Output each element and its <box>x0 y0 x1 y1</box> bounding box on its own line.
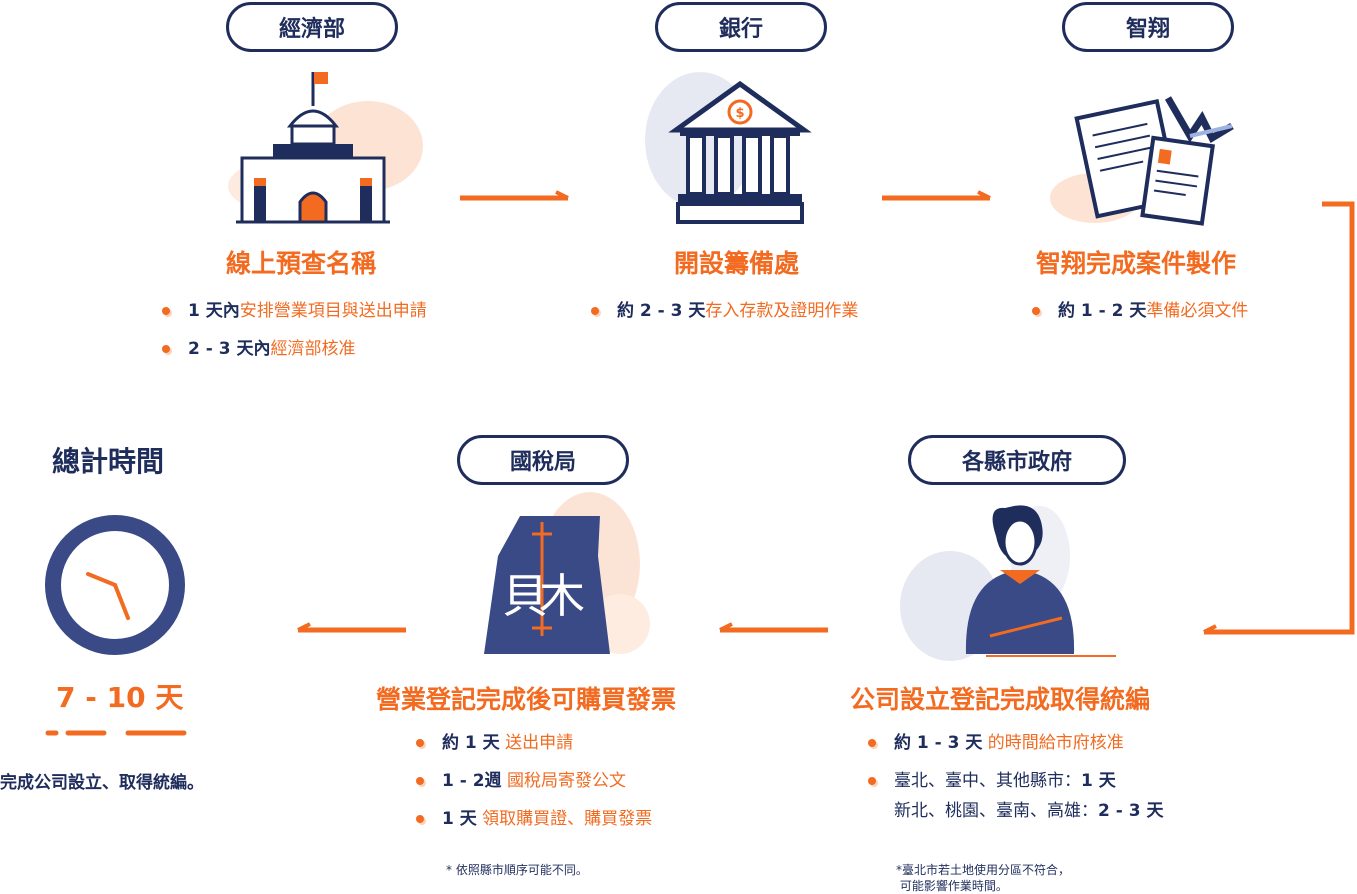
step-title-company-registration: 公司設立登記完成取得統編 <box>850 685 1151 714</box>
step-5-bullet-list: 約 1 天 送出申請 1 - 2週 國稅局寄發公文 1 天 領取購買證、購買發票 <box>416 724 652 838</box>
city-footnote: *臺北市若土地使用分區不符合， 可能影響作業時間。 <box>896 863 1071 893</box>
svg-text:貝: 貝 <box>502 569 548 623</box>
dash-divider <box>45 730 187 736</box>
bank-icon: $ <box>645 72 812 224</box>
org-pill-bank: 銀行 <box>655 2 827 52</box>
step-title-tax-registration: 營業登記完成後可購買發票 <box>376 685 677 714</box>
org-pill-moea: 經濟部 <box>226 2 398 52</box>
step-title-case-prep: 智翔完成案件製作 <box>1036 249 1237 278</box>
list-item: 臺北、臺中、其他縣市：1 天 新北、桃園、臺南、高雄：2 - 3 天 <box>868 762 1163 826</box>
list-item: 約 2 - 3 天存入存款及證明作業 <box>591 292 858 330</box>
org-pill-city-government: 各縣市政府 <box>908 435 1126 485</box>
list-item: 1 天 領取購買證、購買發票 <box>416 800 652 838</box>
list-item: 約 1 - 2 天準備必須文件 <box>1032 292 1248 330</box>
connector-down-icon <box>1203 201 1355 635</box>
arrow-right-2-icon <box>882 190 991 201</box>
list-item: 約 1 - 3 天 的時間給市府核准 <box>868 724 1163 762</box>
tax-footnote: * 依照縣市順序可能不同。 <box>446 863 588 877</box>
list-item: 2 - 3 天內經濟部核准 <box>162 330 427 368</box>
step-1-bullet-list: 1 天內安排營業項目與送出申請 2 - 3 天內經濟部核准 <box>162 292 427 368</box>
svg-text:木: 木 <box>539 569 585 623</box>
list-item: 1 - 2週 國稅局寄發公文 <box>416 762 652 800</box>
step-2-bullet-list: 約 2 - 3 天存入存款及證明作業 <box>591 292 858 330</box>
list-item: 1 天內安排營業項目與送出申請 <box>162 292 427 330</box>
step-4-bullet-list: 約 1 - 3 天 的時間給市府核准 臺北、臺中、其他縣市：1 天 新北、桃園、… <box>868 724 1163 826</box>
government-building-icon <box>228 72 423 224</box>
org-pill-tax-bureau: 國稅局 <box>457 435 629 485</box>
total-time-heading: 總計時間 <box>52 445 165 478</box>
org-pill-zhixiang: 智翔 <box>1062 2 1234 52</box>
arrow-right-1-icon <box>460 190 569 201</box>
documents-icon <box>1050 96 1234 226</box>
person-icon <box>900 505 1116 661</box>
step-title-bank-setup: 開設籌備處 <box>674 249 800 278</box>
total-caption: 完成公司設立、取得統編。 <box>0 773 204 793</box>
svg-text:$: $ <box>735 106 744 121</box>
step-title-name-check: 線上預查名稱 <box>226 249 377 278</box>
step-3-bullet-list: 約 1 - 2 天準備必須文件 <box>1032 292 1248 330</box>
list-item: 約 1 天 送出申請 <box>416 724 652 762</box>
arrow-left-2-icon <box>297 622 406 633</box>
tax-bureau-icon: 貝 木 <box>484 492 650 654</box>
clock-icon <box>45 515 185 655</box>
arrow-left-1-icon <box>719 622 828 633</box>
total-days: 7 - 10 天 <box>56 681 184 714</box>
